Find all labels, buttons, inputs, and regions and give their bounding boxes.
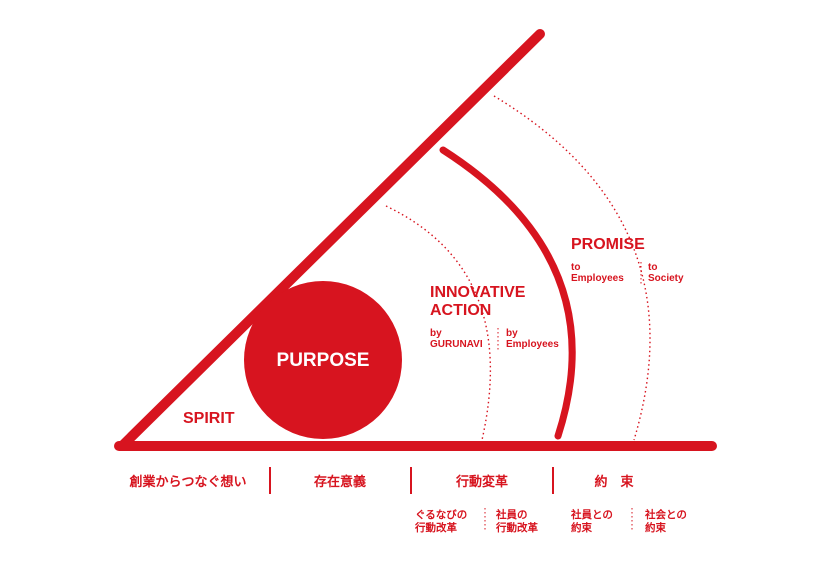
sub4b-line2: 約束 <box>645 521 666 534</box>
promise-dotted-arc <box>493 95 651 441</box>
purpose-label: PURPOSE <box>277 350 370 371</box>
by-gurunavi-line2: GURUNAVI <box>430 339 483 350</box>
sub4a-line2: 約束 <box>571 521 592 534</box>
action-solid-arc <box>439 146 576 440</box>
by-gurunavi-line1: by <box>430 328 442 339</box>
purpose-circle <box>244 281 402 439</box>
by-employees-line1: by <box>506 328 518 339</box>
spirit-label: SPIRIT <box>183 410 235 427</box>
sub4a-line1: 社員との <box>570 508 613 521</box>
to-society-line2: Society <box>648 273 684 284</box>
by-employees-line2: Employees <box>506 339 559 350</box>
innovative-label-line2: ACTION <box>430 302 491 319</box>
bottom-col4: 約 束 <box>594 474 634 490</box>
to-employees-line2: Employees <box>571 273 624 284</box>
triangle-hypotenuse <box>117 29 545 451</box>
sub3a-line2: 行動改革 <box>414 521 457 534</box>
to-employees-line1: to <box>571 262 580 273</box>
innovative-dotted-arc <box>385 205 492 441</box>
sub3a-line1: ぐるなびの <box>415 508 467 521</box>
bottom-col3: 行動変革 <box>455 474 508 490</box>
sub3b-line1: 社員の <box>495 508 528 521</box>
bottom-col1: 創業からつなぐ想い <box>128 474 246 490</box>
promise-label: PROMISE <box>571 236 645 253</box>
sub3b-line2: 行動改革 <box>495 521 538 534</box>
innovative-label-line1: INNOVATIVE <box>430 284 526 301</box>
bottom-col2: 存在意義 <box>314 474 366 490</box>
to-society-line1: to <box>648 262 657 273</box>
sub4b-line1: 社会との <box>644 508 687 521</box>
